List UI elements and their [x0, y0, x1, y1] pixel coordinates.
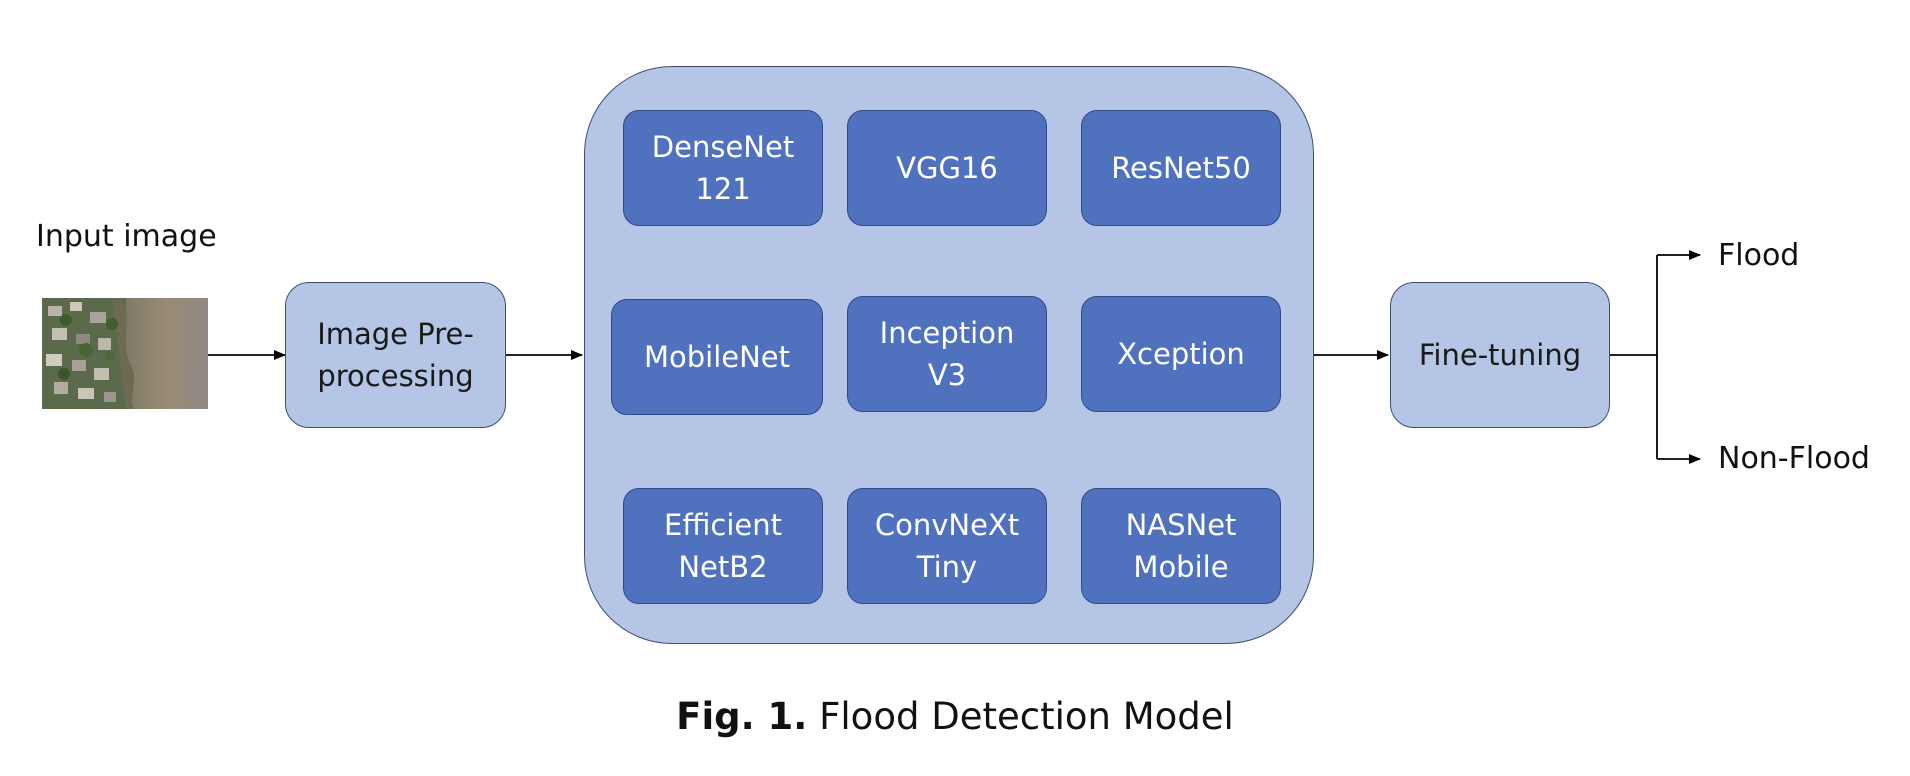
model-inception-v3: Inception V3: [847, 296, 1047, 412]
model-nasnet-mobile: NASNet Mobile: [1081, 488, 1281, 604]
input-image-label: Input image: [36, 219, 217, 254]
model-efficientnetb2: Efficient NetB2: [623, 488, 823, 604]
fine-tuning-box: Fine-tuning: [1390, 282, 1610, 428]
figure-caption-number: Fig. 1.: [676, 695, 808, 738]
model-densenet121: DenseNet 121: [623, 110, 823, 226]
model-vgg16: VGG16: [847, 110, 1047, 226]
image-preprocessing-box: Image Pre- processing: [285, 282, 506, 428]
figure-caption: Fig. 1. Flood Detection Model: [0, 698, 1910, 735]
output-non-flood-label: Non-Flood: [1718, 441, 1870, 476]
model-resnet50: ResNet50: [1081, 110, 1281, 226]
output-flood-label: Flood: [1718, 238, 1800, 273]
input-image-thumbnail: [42, 298, 208, 409]
model-xception: Xception: [1081, 296, 1281, 412]
model-convnext-tiny: ConvNeXt Tiny: [847, 488, 1047, 604]
model-mobilenet: MobileNet: [611, 299, 823, 415]
figure-caption-text: Flood Detection Model: [807, 695, 1234, 738]
